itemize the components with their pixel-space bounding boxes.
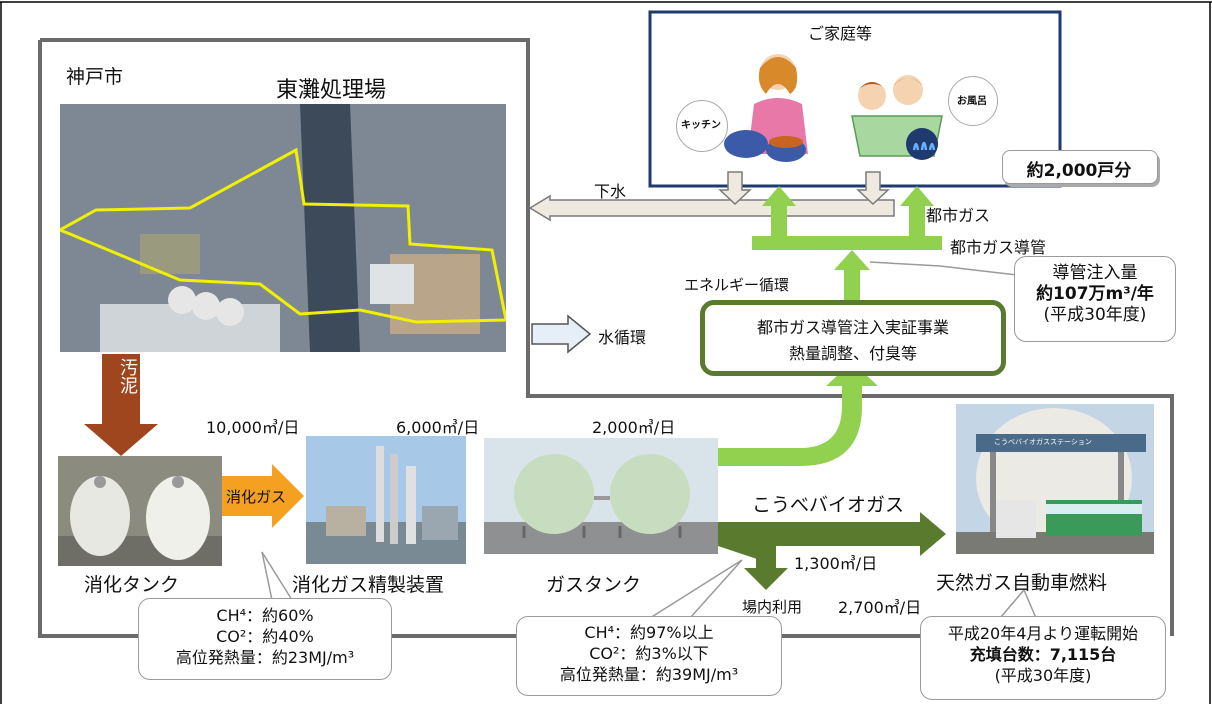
digestion-gas-label: 消化ガス	[226, 488, 287, 506]
plant-aerial-photo	[60, 104, 506, 352]
injection-title: 導管注入量	[1052, 263, 1138, 283]
digestion-gas-arrow	[222, 464, 304, 528]
kobe-biogas-label: こうべバイオガス	[752, 494, 905, 516]
vehicle-start: 平成20年4月より運転開始	[947, 624, 1139, 643]
cooking-person-illustration	[724, 54, 808, 162]
city-frame	[38, 38, 1174, 638]
flow-1300: 1,300㎥/日	[794, 554, 878, 573]
kitchen-badge	[676, 100, 728, 152]
pipeline-label: 都市ガス導管	[950, 238, 1047, 257]
flow-2700: 2,700㎥/日	[838, 598, 922, 617]
kitchen-label: キッチン	[681, 120, 721, 131]
gas-pipeline	[752, 236, 942, 250]
digestion-tank-label: 消化タンク	[84, 574, 180, 596]
purifier-label: 消化ガス精製装置	[292, 574, 445, 596]
flow-6000: 6,000㎥/日	[396, 418, 480, 437]
onsite-arrow	[744, 546, 788, 590]
project-line2: 熱量調整、付臭等	[788, 344, 917, 363]
project-box: 都市ガス導管注入実証事業 熱量調整、付臭等	[700, 300, 1006, 376]
city-gas-label: 都市ガス	[926, 206, 991, 225]
water-cycle-label: 水循環	[598, 328, 647, 347]
home-title: ご家庭等	[808, 24, 873, 43]
bath-badge	[948, 76, 998, 126]
raw-gas-co2: CO²：約40%	[216, 627, 314, 646]
flow-2000: 2,000㎥/日	[592, 418, 676, 437]
households-badge	[1002, 150, 1158, 184]
sewage-label: 下水	[594, 182, 627, 201]
raw-gas-ch4: CH⁴：約60%	[216, 606, 314, 625]
water-cycle-arrow	[531, 314, 592, 354]
gas-tank-label: ガスタンク	[546, 574, 642, 596]
sludge-label: 汚泥	[117, 358, 138, 394]
digestion-tank-photo	[58, 456, 222, 566]
gas-to-project-arrow	[718, 362, 878, 466]
refined-gas-callout: CH⁴：約97%以上 CO²：約3%以下 高位発熱量：約39MJ/m³	[516, 616, 782, 696]
city-label: 神戸市	[66, 66, 124, 88]
vehicle-callout: 平成20年4月より運転開始 充填台数：7,115台 (平成30年度)	[920, 616, 1166, 700]
bath-label: お風呂	[957, 96, 987, 107]
project-line1: 都市ガス導管注入実証事業	[756, 318, 949, 337]
gas-tank-photo	[484, 438, 718, 554]
refined-gas-ch4: CH⁴：約97%以上	[584, 623, 714, 642]
onsite-label: 場内利用	[742, 598, 803, 616]
raw-gas-callout: CH⁴：約60% CO²：約40% 高位発熱量：約23MJ/m³	[138, 598, 392, 680]
gas-station-photo	[956, 404, 1154, 554]
vehicle-year: (平成30年度)	[994, 666, 1092, 685]
refined-gas-co2: CO²：約3%以下	[589, 644, 709, 663]
households-text: 約2,000戸分	[1026, 161, 1132, 181]
ngv-label: 天然ガス自動車燃料	[936, 572, 1108, 594]
energy-cycle-label: エネルギー循環	[684, 276, 790, 294]
sludge-arrow	[84, 354, 158, 456]
bath-family-illustration	[851, 75, 943, 160]
refined-gas-heat: 高位発熱量：約39MJ/m³	[559, 665, 739, 684]
injection-value: 約107万m³/年	[1036, 284, 1154, 304]
station-sign: こうべバイオガスステーション	[994, 438, 1092, 446]
sewage-arrow	[528, 194, 895, 222]
plant-title: 東灘処理場	[276, 78, 387, 103]
flow-10000: 10,000㎥/日	[206, 418, 300, 437]
injection-callout: 導管注入量 約107万m³/年 (平成30年度)	[1014, 256, 1176, 342]
vehicle-count: 充填台数：7,115台	[969, 645, 1117, 664]
purifier-photo	[306, 436, 466, 564]
injection-year: (平成30年度)	[1043, 305, 1147, 325]
raw-gas-heat: 高位発熱量：約23MJ/m³	[175, 648, 355, 667]
